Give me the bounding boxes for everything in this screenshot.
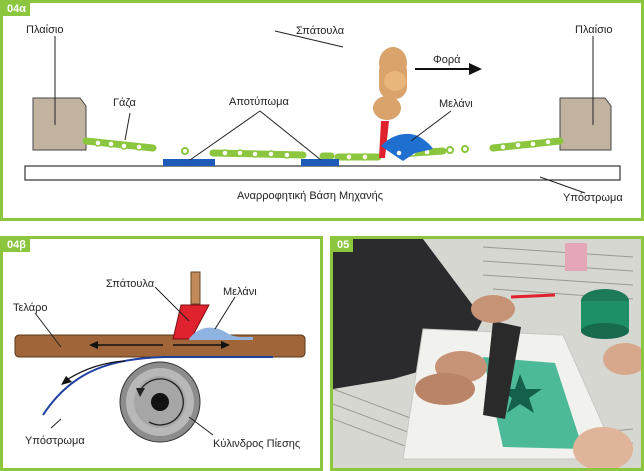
panel-04a: 04α [0, 0, 644, 221]
panel-tag: 04β [3, 239, 30, 252]
cylinder-press-diagram: Σπάτουλα Μελάνι Τελάρο Υπόστρωμα Κύλινδρ… [13, 271, 306, 450]
label-frame: Τελάρο [13, 302, 47, 314]
squeegee-handle [190, 271, 201, 305]
print-left [163, 159, 215, 166]
print-right [301, 159, 339, 166]
label-vacuum-base: Αναρροφητική Βάση Μηχανής [237, 190, 383, 202]
hand-top [471, 295, 515, 323]
squeegee-photo [483, 321, 521, 419]
label-ink: Μελάνι [439, 98, 473, 110]
star-shape [499, 374, 542, 413]
vacuum-base [24, 165, 621, 181]
frame-box-right [559, 97, 612, 151]
label-squeegee: Σπάτουλα [106, 278, 155, 290]
label-substrate: Υπόστρωμα [563, 192, 623, 204]
substrate-line [42, 356, 273, 416]
panel-05: 05 [330, 236, 644, 471]
hand-right [603, 343, 641, 375]
red-marker [510, 293, 556, 299]
label-direction: Φορά [433, 54, 461, 66]
frame-box-left [32, 97, 87, 151]
panel-tag: 05 [333, 239, 354, 252]
wooden-frame [14, 334, 306, 358]
mesh-left [82, 137, 382, 161]
pressure-cylinder [119, 361, 201, 443]
panel-tag: 04α [3, 3, 30, 16]
label-frame-left: Πλαίσιο [26, 24, 63, 36]
off-contact-diagram: Πλαίσιο Πλαίσιο Σπάτουλα Φορά Γάζα Αποτύ… [24, 24, 623, 204]
printing-photo [333, 239, 641, 468]
label-mesh: Γάζα [113, 97, 137, 109]
ink-b [189, 327, 253, 340]
label-substrate: Υπόστρωμα [25, 435, 85, 447]
label-frame-right: Πλαίσιο [575, 24, 612, 36]
label-print: Αποτύπωμα [229, 96, 289, 108]
label-ink: Μελάνι [223, 286, 257, 298]
squeegee-a [373, 47, 407, 158]
hand-bottom [573, 427, 633, 468]
panel-04b: 04β Σπάτουλα [0, 236, 323, 471]
pink-cup [565, 243, 587, 271]
ink-a [381, 133, 433, 161]
label-cylinder: Κύλινδρος Πίεσης [213, 438, 300, 450]
label-squeegee: Σπάτουλα [296, 25, 345, 37]
